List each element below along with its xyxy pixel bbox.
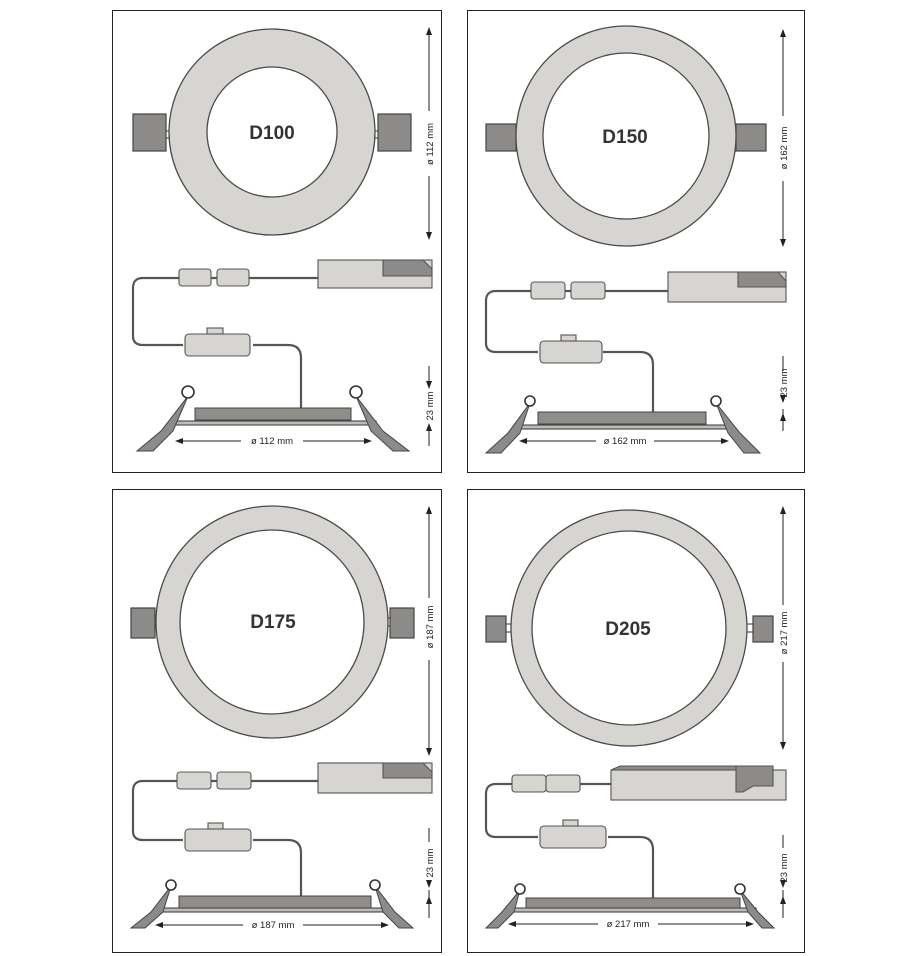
diameter-dimension: ø 187 mm [425, 506, 436, 756]
left-clip-tab [130, 607, 156, 639]
top-view: D175 [130, 505, 415, 739]
right-clip-tab [735, 123, 767, 152]
side-view [135, 385, 411, 452]
panel-body [525, 897, 741, 909]
right-clip-tab [377, 113, 412, 152]
connector-box [539, 340, 603, 364]
diameter-dimension: ø 112 mm [425, 27, 436, 240]
d150-diagram: D150 ø 162 mm 23 mm [484, 25, 790, 454]
plug-right [216, 268, 250, 287]
width-label: ø 112 mm [251, 436, 293, 447]
height-label: 23 mm [779, 853, 790, 882]
panel-body [194, 407, 352, 421]
width-dimension: ø 187 mm [155, 920, 389, 931]
top-view: D150 [485, 25, 767, 247]
height-dimension: 23 mm [779, 835, 790, 918]
diameter-label: ø 187 mm [425, 606, 436, 649]
top-view: D100 [132, 28, 412, 236]
d100-diagram: D100 ø 112 mm [131, 27, 436, 452]
width-label: ø 162 mm [604, 436, 647, 447]
panel-d150: D150 ø 162 mm 23 mm [467, 10, 805, 473]
driver-assembly [484, 765, 787, 898]
connector-box [184, 828, 252, 852]
plug-right [570, 281, 606, 300]
model-label: D175 [250, 612, 296, 633]
width-label: ø 187 mm [252, 920, 295, 931]
inner-opening [206, 66, 338, 198]
left-clip-tab [485, 615, 507, 643]
diameter-dimension: ø 162 mm [779, 29, 790, 247]
side-view [484, 395, 762, 454]
right-clip-tab [752, 615, 774, 643]
inner-opening [179, 529, 365, 715]
panel-d175: D175 ø 187 mm 23 mm [112, 489, 442, 953]
inner-opening [542, 52, 710, 220]
diameter-dimension: ø 217 mm [779, 506, 790, 750]
height-label: 23 mm [779, 368, 790, 397]
model-label: D205 [605, 619, 651, 640]
height-label: 23 mm [425, 848, 436, 877]
diameter-label: ø 112 mm [425, 123, 436, 165]
left-clip-tab [132, 113, 167, 152]
width-dimension: ø 112 mm [175, 436, 372, 447]
model-label: D150 [602, 127, 647, 148]
connector-box [184, 333, 251, 357]
right-clip-tab [389, 607, 415, 639]
side-view [484, 883, 776, 929]
width-label: ø 217 mm [607, 919, 650, 930]
width-dimension: ø 217 mm [508, 919, 754, 930]
panel-d205: D205 ø 217 mm 23 mm [467, 489, 805, 953]
plug-left [530, 281, 566, 300]
height-dimension: 23 mm [779, 356, 790, 431]
plug-left [176, 771, 212, 790]
height-label: 23 mm [425, 391, 436, 420]
model-label: D100 [249, 123, 294, 144]
plug-right [216, 771, 252, 790]
diameter-label: ø 162 mm [779, 127, 790, 170]
plug-right [545, 774, 581, 793]
diameter-label: ø 217 mm [779, 612, 790, 655]
side-view [129, 879, 415, 929]
plug-left [178, 268, 212, 287]
height-dimension: 23 mm [425, 828, 436, 918]
left-clip-tab [485, 123, 517, 152]
inner-opening [531, 530, 727, 726]
plug-left [511, 774, 547, 793]
connector-box [539, 825, 607, 849]
width-dimension: ø 162 mm [519, 436, 729, 447]
top-view: D205 [485, 509, 774, 747]
driver-assembly [484, 271, 787, 416]
panel-d100: D100 ø 112 mm [112, 10, 442, 473]
panel-body [178, 895, 372, 909]
d175-diagram: D175 ø 187 mm 23 mm [129, 505, 436, 931]
d205-diagram: D205 ø 217 mm 23 mm [484, 506, 790, 930]
driver-assembly [131, 762, 433, 900]
driver-assembly [131, 259, 433, 411]
panel-body [537, 411, 707, 425]
height-dimension: 23 mm [425, 366, 436, 446]
